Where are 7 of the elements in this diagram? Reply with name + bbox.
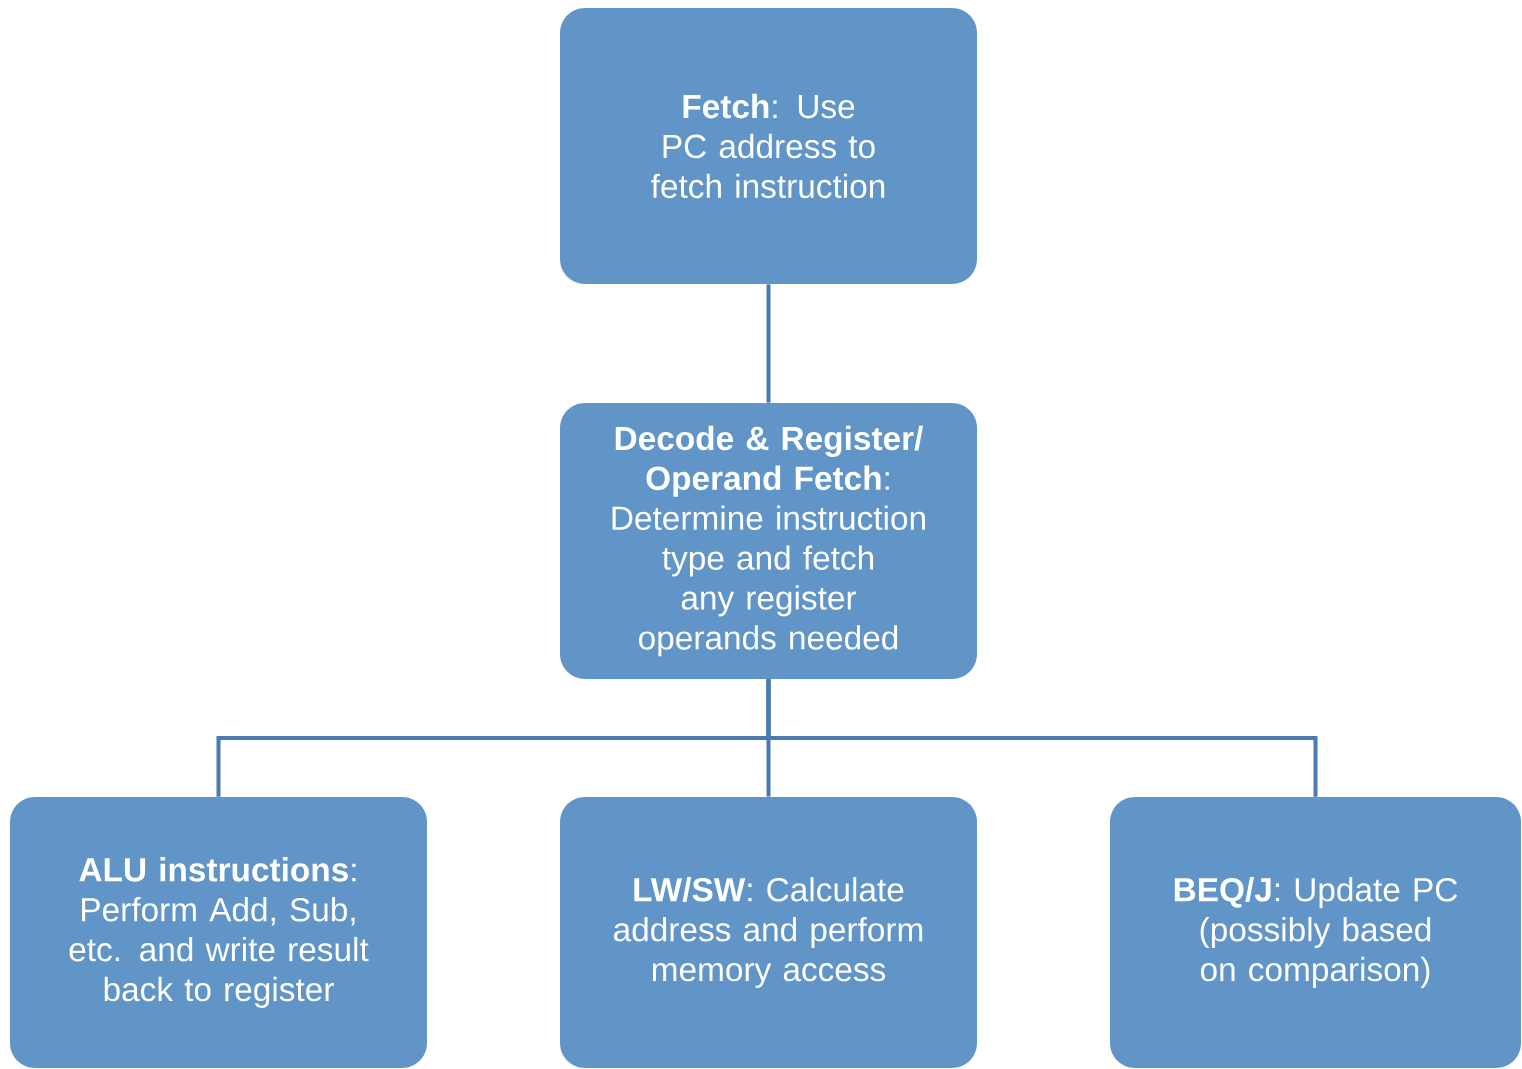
process-box: ALU instructions: Perform Add, Sub, etc. and write result back to register <box>10 797 427 1068</box>
process-box: BEQ/J: Update PC (possibly based on comparison) <box>1110 797 1521 1068</box>
process-box: Decode & Register/ Operand Fetch: Determine instruction type and fetch any register operands needed <box>560 403 977 679</box>
connector-line <box>766 679 1318 797</box>
connector-line <box>766 284 771 403</box>
process-box: Fetch: Use PC address to fetch instruction <box>560 8 977 284</box>
process-box: LW/SW: Calculate address and perform memory access <box>560 797 977 1068</box>
